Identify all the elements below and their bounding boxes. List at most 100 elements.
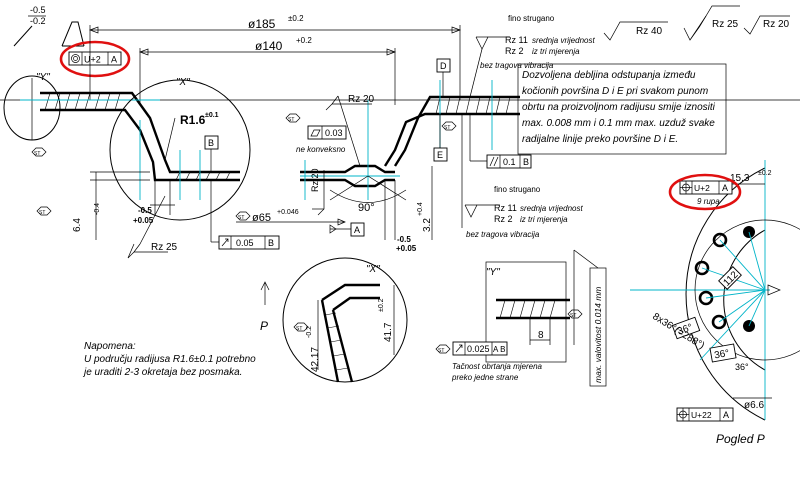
label-x: "X": [176, 77, 190, 88]
position-frame-bottom: U+22 A: [676, 407, 734, 422]
svg-text:0.1: 0.1: [503, 157, 516, 167]
surface-rz20-mid: Rz 20: [348, 94, 375, 105]
angle-90: 90°: [358, 202, 375, 214]
max-val: max. valovitost 0.014 mm: [593, 287, 603, 383]
svg-text:U+2: U+2: [694, 183, 710, 193]
angle-36a: 36°: [676, 322, 694, 338]
label-pogled: Pogled P: [716, 432, 765, 446]
svg-text:A: A: [723, 410, 729, 420]
flatness-frame: 0.03: [307, 125, 347, 140]
svg-text:0.025: 0.025: [467, 344, 490, 354]
red-highlight-right: [668, 173, 742, 211]
svg-text:ST: ST: [438, 348, 444, 354]
note-right: Dozvoljena debljina odstupanja između ko…: [522, 70, 718, 145]
surface-rz40: Rz 40: [636, 26, 663, 37]
st-symbol-7: ST: [567, 309, 583, 319]
label-y-detail: "Y": [486, 267, 500, 278]
st-symbol-4: ST: [285, 113, 301, 123]
svg-text:ST: ST: [570, 313, 576, 319]
st-symbol-3: ST: [235, 211, 251, 221]
parallel-frame: 0.1 B: [486, 154, 532, 169]
label-x-detail: "X": [366, 264, 380, 275]
note-bottom: Napomena: U području radijusa R1.6±0.1 p…: [82, 341, 259, 378]
dim-d65-tol: +0.046: [277, 209, 299, 216]
iztri-2: iz tri mjerenja: [520, 215, 568, 224]
tol-minus05-b: -0.5: [397, 235, 411, 244]
svg-text:0.03: 0.03: [325, 128, 343, 138]
radius-tol: ±0.1: [205, 112, 219, 119]
iztri-1: iz tri mjerenja: [532, 47, 580, 56]
dim-3-2-tol: +0.4: [417, 202, 424, 216]
svg-text:ST: ST: [288, 117, 294, 123]
surface-rz20-side: Rz 20: [310, 168, 320, 192]
tol-upper: -0.5: [30, 5, 46, 15]
tol-minus05-a: -0.5: [138, 206, 152, 215]
rz2-2: Rz 2: [494, 214, 513, 224]
st-symbol-6: ST: [293, 322, 309, 332]
position-frame-top: U+2 A: [679, 180, 733, 195]
dim-15-3-tol: ±0.2: [758, 170, 772, 177]
st-symbol-2: ST: [36, 206, 52, 216]
fino-1: fino strugano: [508, 14, 555, 23]
concentricity-value: U+2: [84, 55, 101, 65]
dim-42-17: 42.17: [310, 347, 321, 372]
svg-text:B: B: [523, 157, 529, 167]
st-symbol-5: ST: [441, 121, 457, 131]
rz11-1: Rz 11: [505, 35, 528, 45]
fino-2: fino strugano: [494, 185, 541, 194]
svg-text:0.05: 0.05: [236, 238, 254, 248]
radius-label: R1.6: [180, 113, 206, 127]
dim-d185: ø185: [248, 17, 276, 31]
st-symbol-8: ST: [435, 344, 451, 354]
rz2-1: Rz 2: [505, 46, 524, 56]
tacnost-2: preko jedne strane: [451, 373, 519, 382]
dim-41-7-tol: ±0.2: [378, 298, 385, 312]
srednja-1: srednja vrijednost: [532, 36, 595, 45]
runout-frame-b: 0.05 B: [218, 235, 280, 250]
red-highlight-left: [59, 40, 131, 78]
bolt-holes: [694, 226, 755, 332]
svg-text:B: B: [268, 238, 274, 248]
st-symbol-1: ST: [31, 147, 47, 157]
label-rupa: 9 rupa: [697, 197, 720, 206]
concentricity-ref: A: [111, 55, 117, 65]
note-right-box: [517, 63, 727, 155]
label-p: P: [260, 319, 268, 333]
datum-b: B: [208, 138, 214, 148]
label-y: "Y": [36, 72, 50, 83]
angle-36b: 36°: [713, 348, 730, 361]
svg-text:A B: A B: [493, 345, 505, 354]
surface-rz25-left: Rz 25: [151, 242, 178, 253]
surface-rz25-top: Rz 25: [712, 19, 739, 30]
dim-6-4-tol: -0.4: [94, 203, 101, 215]
dim-3-2: 3.2: [422, 218, 433, 232]
dim-15-3: 15.3: [730, 173, 750, 184]
rz11-2: Rz 11: [494, 203, 517, 213]
svg-text:ST: ST: [34, 151, 40, 157]
dim-41-7: 41.7: [383, 322, 394, 342]
svg-text:ST: ST: [296, 326, 302, 332]
bez-1: bez tragova vibracija: [480, 61, 554, 70]
svg-text:ST: ST: [444, 125, 450, 131]
tacnost-1: Tačnost obrtanja mjerena: [452, 362, 543, 371]
runout-frame-ab: 0.025 A B: [452, 341, 508, 356]
dim-6-4: 6.4: [72, 218, 83, 232]
tol-plus005-b: +0.05: [396, 244, 417, 253]
dim-6-6: ø6.6: [744, 400, 764, 411]
svg-text:U+22: U+22: [691, 410, 712, 420]
datum-e: E: [437, 150, 443, 160]
surface-rz20-top: Rz 20: [763, 19, 790, 30]
concentricity-frame: U+2 A: [68, 51, 122, 66]
svg-text:ST: ST: [39, 210, 45, 216]
svg-text:A: A: [722, 183, 728, 193]
dim-d140-tol: +0.2: [296, 36, 312, 45]
dim-d65: ø65: [252, 212, 271, 224]
bez-2: bez tragova vibracija: [466, 230, 540, 239]
tol-plus005-a: +0.05: [133, 216, 154, 225]
dim-42-17-tol: -0.2: [306, 326, 313, 338]
datum-a: A: [354, 225, 360, 235]
detail-y-box: [485, 261, 567, 363]
tol-lower: -0.2: [30, 16, 46, 26]
dim-d185-tol: ±0.2: [288, 14, 304, 23]
ne-konveksno: ne konveksno: [296, 145, 346, 154]
